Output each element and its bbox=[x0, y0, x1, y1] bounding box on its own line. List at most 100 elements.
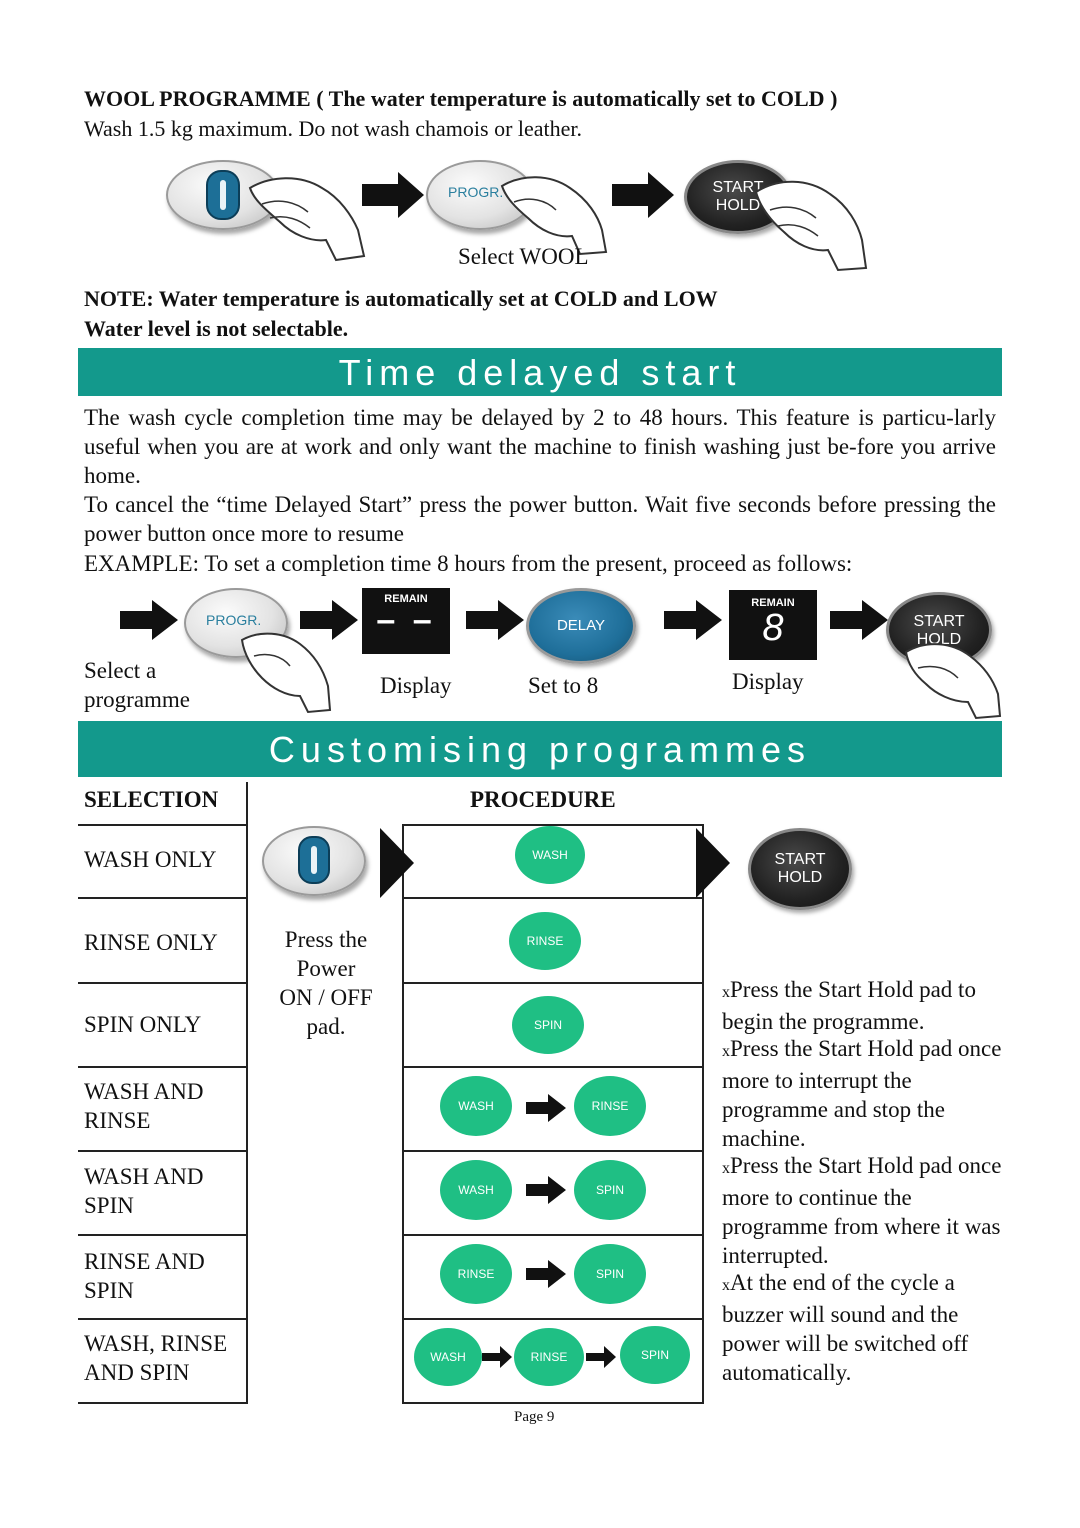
hand-icon bbox=[240, 632, 332, 714]
power-button bbox=[262, 826, 366, 896]
wash-button: WASH bbox=[414, 1328, 482, 1386]
time-delayed-start-banner: Time delayed start bbox=[78, 348, 1002, 396]
hold-label: HOLD bbox=[777, 869, 823, 886]
arrow-right-icon bbox=[120, 600, 178, 640]
row-divider bbox=[78, 1234, 246, 1236]
wool-note-line1: NOTE: Water temperature is automatically… bbox=[84, 286, 718, 311]
start-label: START bbox=[774, 851, 826, 868]
rinse-button: RINSE bbox=[514, 1328, 584, 1386]
display-dashes: – – bbox=[376, 601, 436, 639]
page-number: Page 9 bbox=[514, 1409, 555, 1425]
spin-button: SPIN bbox=[512, 996, 584, 1054]
time-delayed-paragraph-1: The wash cycle completion time may be de… bbox=[84, 405, 996, 488]
procedure-divider bbox=[402, 824, 704, 826]
spin-button: SPIN bbox=[574, 1160, 646, 1220]
rinse-button: RINSE bbox=[509, 912, 581, 970]
time-delayed-example: EXAMPLE: To set a completion time 8 hour… bbox=[84, 551, 853, 576]
selection-divider bbox=[246, 782, 248, 1404]
row-spin-only: SPIN ONLY bbox=[84, 1012, 202, 1037]
row-divider bbox=[78, 824, 246, 826]
start-hold-button: START HOLD bbox=[748, 828, 852, 910]
delay-label: DELAY bbox=[556, 617, 606, 634]
caption-select-programme: Select a programme bbox=[84, 656, 190, 714]
procedure-divider bbox=[402, 982, 704, 984]
procedure-divider bbox=[402, 1402, 704, 1404]
remain-label: REMAIN bbox=[751, 597, 795, 609]
power-icon bbox=[298, 836, 330, 884]
display-digit: 8 bbox=[762, 607, 784, 649]
wash-button: WASH bbox=[440, 1076, 512, 1136]
press-power-instruction: Press the Power ON / OFF pad. bbox=[279, 927, 373, 1039]
row-divider bbox=[78, 1066, 246, 1068]
procedure-box-left bbox=[402, 824, 404, 1404]
caption-display: Display bbox=[380, 673, 452, 698]
caption-set-to-8: Set to 8 bbox=[528, 673, 599, 698]
hand-icon bbox=[904, 643, 1002, 720]
bullet-interrupt: xPress the Start Hold pad once more to i… bbox=[722, 1036, 1002, 1151]
procedure-divider bbox=[402, 1318, 704, 1320]
hold-label: HOLD bbox=[715, 197, 761, 214]
hand-icon bbox=[754, 180, 868, 272]
progr-label: PROGR. bbox=[206, 612, 262, 628]
remain-label: REMAIN bbox=[384, 593, 428, 605]
select-wool-caption: Select WOOL bbox=[458, 244, 589, 269]
arrow-right-icon bbox=[362, 172, 424, 218]
arrow-right-icon bbox=[664, 600, 722, 640]
procedure-divider bbox=[402, 1066, 704, 1068]
selection-header: SELECTION bbox=[84, 787, 219, 812]
caption-select-line1: Select a bbox=[84, 658, 157, 683]
rinse-button: RINSE bbox=[440, 1244, 512, 1304]
caption-select-line2: programme bbox=[84, 687, 191, 712]
row-divider bbox=[78, 1402, 246, 1404]
procedure-divider bbox=[402, 1150, 704, 1152]
arrow-right-icon bbox=[466, 600, 524, 640]
row-divider bbox=[78, 1150, 246, 1152]
row-divider bbox=[78, 897, 246, 899]
arrow-right-icon bbox=[526, 1094, 566, 1122]
remain-display-8: REMAIN 8 bbox=[729, 590, 817, 660]
wool-subtitle: Wash 1.5 kg maximum. Do not wash chamois… bbox=[84, 116, 583, 141]
start-label: START bbox=[913, 613, 965, 630]
arrow-right-icon bbox=[696, 828, 730, 898]
caption-display-2: Display bbox=[732, 669, 804, 694]
rinse-button: RINSE bbox=[574, 1076, 646, 1136]
arrow-right-icon bbox=[612, 172, 674, 218]
delay-button: DELAY bbox=[526, 588, 636, 664]
time-delayed-start-title: Time delayed start bbox=[338, 352, 742, 393]
time-delayed-paragraph-2: To cancel the “time Delayed Start” press… bbox=[84, 492, 996, 546]
customising-banner: Customising programmes bbox=[78, 721, 1002, 777]
arrow-right-icon bbox=[586, 1346, 616, 1368]
bullet-start: xPress the Start Hold pad to begin the p… bbox=[722, 977, 976, 1034]
row-divider bbox=[78, 982, 246, 984]
wool-note-line2: Water level is not selectable. bbox=[84, 316, 349, 341]
arrow-right-icon bbox=[300, 600, 358, 640]
wash-button: WASH bbox=[440, 1160, 512, 1220]
bullet-end-cycle: xAt the end of the cycle a buzzer will s… bbox=[722, 1270, 969, 1385]
row-divider bbox=[78, 1318, 246, 1320]
progr-label: PROGR. bbox=[448, 184, 504, 200]
hand-icon bbox=[248, 177, 366, 262]
spin-button: SPIN bbox=[620, 1326, 690, 1384]
hand-icon bbox=[500, 176, 608, 256]
wool-heading: WOOL PROGRAMME ( The water temperature i… bbox=[84, 86, 838, 111]
spin-button: SPIN bbox=[574, 1244, 646, 1304]
power-icon bbox=[206, 170, 240, 220]
arrow-right-icon bbox=[526, 1176, 566, 1204]
arrow-right-icon bbox=[482, 1346, 512, 1368]
arrow-right-icon bbox=[830, 600, 888, 640]
procedure-divider bbox=[402, 1234, 704, 1236]
procedure-box-right bbox=[702, 824, 704, 1404]
remain-display: REMAIN – – bbox=[362, 588, 450, 654]
customising-title: Customising programmes bbox=[268, 729, 812, 770]
start-label: START bbox=[712, 179, 764, 196]
procedure-divider bbox=[402, 897, 704, 899]
bullet-continue: xPress the Start Hold pad once more to c… bbox=[722, 1153, 1002, 1268]
row-wash-only: WASH ONLY bbox=[84, 847, 217, 872]
row-rinse-only: RINSE ONLY bbox=[84, 930, 218, 955]
arrow-right-icon bbox=[526, 1260, 566, 1288]
procedure-header: PROCEDURE bbox=[470, 787, 616, 812]
